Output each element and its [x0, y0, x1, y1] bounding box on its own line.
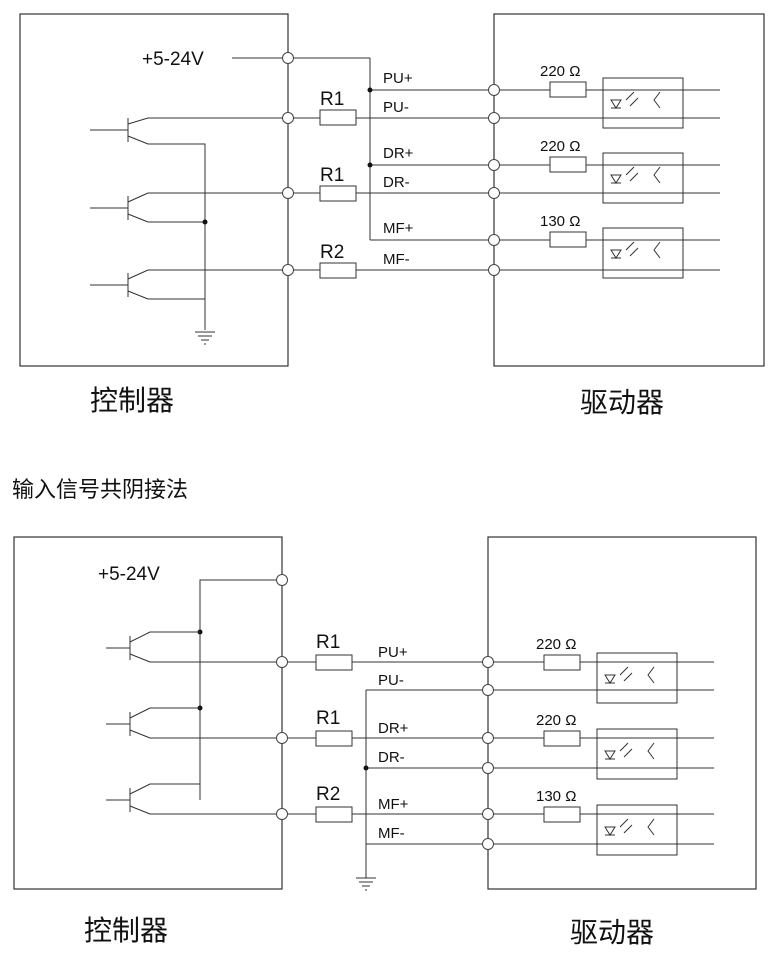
bottom-optocoupler-icons [596, 652, 678, 856]
top-diagram: +5-24V R1 R1 R2 PU+ PU- DR+ DR- MF+ MF- … [19, 13, 765, 419]
bottom-ohm-label-c: 130 Ω [536, 788, 576, 805]
bottom-dr-minus-label: DR- [378, 749, 405, 766]
bottom-connectors [276, 574, 494, 850]
top-r1-pu-resistor [319, 109, 357, 126]
bottom-driver-box [487, 536, 757, 890]
top-ohm-label-c: 130 Ω [540, 213, 580, 230]
top-r1-dr-resistor [319, 185, 357, 202]
top-mf-minus-label: MF- [383, 251, 410, 268]
top-connectors [282, 52, 500, 276]
top-r1-label-b: R1 [320, 165, 344, 186]
top-pu-plus-label: PU+ [383, 70, 413, 87]
top-driver-box [493, 13, 765, 367]
top-ohm-label-a: 220 Ω [540, 63, 580, 80]
top-mf-plus-label: MF+ [383, 220, 414, 237]
top-r1-label-a: R1 [320, 89, 344, 110]
bottom-pu-minus-label: PU- [378, 672, 404, 689]
bottom-r2-mf-resistor [315, 806, 353, 823]
bottom-r1-pu-resistor [315, 654, 353, 671]
top-pu-minus-label: PU- [383, 99, 409, 116]
top-voltage-label: +5-24V [142, 49, 204, 70]
top-ohm-label-b: 220 Ω [540, 138, 580, 155]
top-r2-mf-resistor [319, 262, 357, 279]
bottom-pu-plus-label: PU+ [378, 644, 408, 661]
top-r2-label: R2 [320, 242, 344, 263]
bottom-mf-plus-label: MF+ [378, 796, 409, 813]
bottom-r1-dr-resistor [315, 730, 353, 747]
top-optocoupler-icons [602, 77, 684, 279]
bottom-ohm-label-a: 220 Ω [536, 636, 576, 653]
top-dr-minus-label: DR- [383, 174, 410, 191]
top-dr-plus-label: DR+ [383, 145, 414, 162]
bottom-r2-label: R2 [316, 784, 340, 805]
bottom-ohm-label-b: 220 Ω [536, 712, 576, 729]
bottom-controller-box [13, 536, 283, 890]
bottom-dr-plus-label: DR+ [378, 720, 409, 737]
bottom-controller-label: 控制器 [84, 914, 168, 947]
top-controller-label: 控制器 [90, 384, 174, 417]
top-ground-icon [195, 331, 215, 345]
section-title: 输入信号共阴接法 [12, 478, 188, 503]
bottom-ground-icon [356, 877, 376, 891]
bottom-driver-label: 驱动器 [570, 916, 654, 949]
bottom-r1-label-a: R1 [316, 632, 340, 653]
bottom-r1-label-b: R1 [316, 708, 340, 729]
bottom-voltage-label: +5-24V [98, 564, 160, 585]
bottom-diagram: +5-24V R1 R1 R2 PU+ PU- DR+ DR- MF+ MF- … [13, 536, 757, 949]
top-driver-label: 驱动器 [580, 386, 664, 419]
bottom-mf-minus-label: MF- [378, 825, 405, 842]
